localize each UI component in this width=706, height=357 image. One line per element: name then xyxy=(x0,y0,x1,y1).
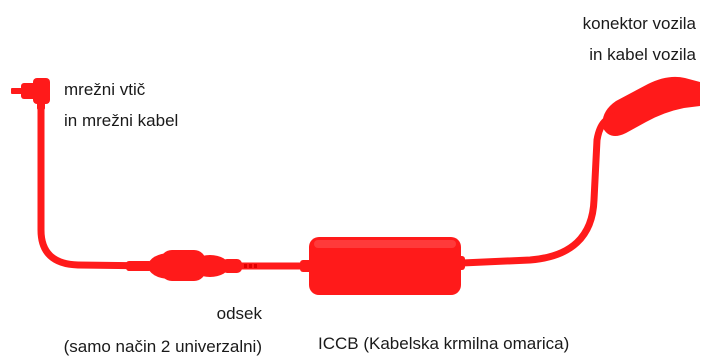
vehicle-cable xyxy=(458,114,614,267)
vehicle-connector-icon xyxy=(602,76,700,137)
iccb-label: ICCB (Kabelska krmilna omarica) xyxy=(318,334,570,353)
mains-plug-label: mrežni vtič in mrežni kabel xyxy=(64,79,178,131)
mains-plug-label-line2: in mrežni kabel xyxy=(64,111,179,130)
vehicle-connector-label-line2: in kabel vozila xyxy=(589,45,696,64)
adapter-section-icon xyxy=(126,250,258,281)
iccb-box-icon xyxy=(300,237,465,295)
mains-plug-icon xyxy=(11,78,50,110)
adapter-label: odsek (samo način 2 univerzalni) xyxy=(8,303,262,357)
adapter-label-line1: odsek xyxy=(216,304,262,323)
vehicle-connector-label: konektor vozila in kabel vozila xyxy=(583,13,696,65)
mains-cable xyxy=(37,99,169,270)
mains-plug-label-line1: mrežni vtič xyxy=(64,80,146,99)
vehicle-connector-label-line1: konektor vozila xyxy=(582,14,696,33)
adapter-label-line2: (samo način 2 univerzalni) xyxy=(63,337,262,356)
